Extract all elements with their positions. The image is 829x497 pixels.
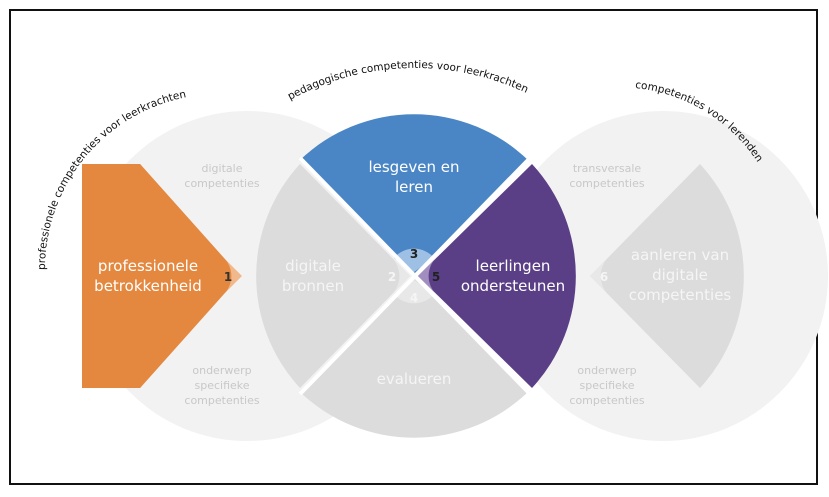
area-label-left-bottom-3: competenties xyxy=(184,394,259,407)
section-3-number: 3 xyxy=(410,247,418,261)
section-2-number: 2 xyxy=(388,270,396,284)
wedge-lesgeven-en-leren[interactable] xyxy=(300,114,528,274)
area-label-right-bottom-1: onderwerp xyxy=(577,364,636,377)
wedge-aanleren-van-digitale-competenties[interactable] xyxy=(590,164,744,388)
badge-2 xyxy=(390,256,410,296)
section-1-number: 1 xyxy=(224,270,232,284)
section-6-line-2: digitale xyxy=(652,266,708,284)
area-label-right-top-1: transversale xyxy=(573,162,642,175)
badge-1 xyxy=(222,256,242,296)
section-1-line-1: professionele xyxy=(98,257,198,275)
section-1-line-2: betrokkenheid xyxy=(94,277,202,295)
section-2-line-2: bronnen xyxy=(282,277,344,295)
section-4-line-1: evalueren xyxy=(377,370,452,388)
section-3-line-1: lesgeven en xyxy=(368,158,459,176)
section-3-line-2: leren xyxy=(395,178,433,196)
area-label-left-bottom-1: onderwerp xyxy=(192,364,251,377)
area-label-right-bottom-2: specifieke xyxy=(579,379,634,392)
badge-5 xyxy=(418,256,438,296)
section-5-line-1: leerlingen xyxy=(476,257,551,275)
section-6-line-3: competenties xyxy=(629,286,732,304)
wedge-evalueren[interactable] xyxy=(300,278,528,438)
wedge-leerlingen-ondersteunen[interactable] xyxy=(418,164,576,388)
badge-3 xyxy=(394,248,434,272)
wedge-digitale-bronnen[interactable] xyxy=(256,164,410,388)
badge-6 xyxy=(590,256,610,296)
area-label-left-top-2: competenties xyxy=(184,177,259,190)
badge-4 xyxy=(394,280,434,304)
area-label-right-top-2: competenties xyxy=(569,177,644,190)
arc-title-middle: pedagogische competenties voor leerkrach… xyxy=(286,59,530,103)
area-label-left-top-1: digitale xyxy=(202,162,243,175)
section-4-number: 4 xyxy=(410,291,418,305)
section-5-number: 5 xyxy=(432,270,440,284)
section-6-number: 6 xyxy=(600,270,608,284)
section-2-line-1: digitale xyxy=(285,257,341,275)
area-label-right-bottom-3: competenties xyxy=(569,394,644,407)
area-label-left-bottom-2: specifieke xyxy=(194,379,249,392)
section-6-line-1: aanleren van xyxy=(631,246,729,264)
area-labels: digitale competenties onderwerp specifie… xyxy=(184,162,644,407)
section-5-line-2: ondersteunen xyxy=(461,277,565,295)
